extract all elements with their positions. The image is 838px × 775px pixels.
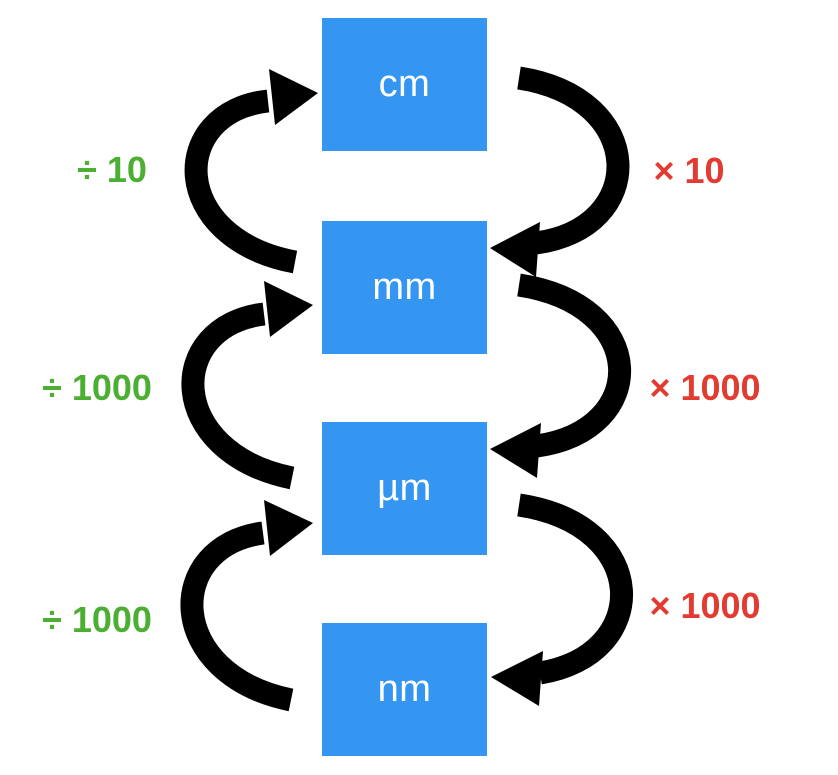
- unit-label: cm: [378, 63, 431, 105]
- multiply-label-cm-mm: × 10: [653, 150, 725, 191]
- unit-label: mm: [372, 266, 437, 308]
- divide-label-mm-um: ÷ 1000: [42, 367, 152, 408]
- unit-box-cm: cm: [322, 18, 487, 151]
- unit-box-um: µm: [322, 422, 487, 555]
- divide-label-um-nm: ÷ 1000: [42, 599, 152, 640]
- multiply-label-um-nm: × 1000: [649, 585, 761, 626]
- unit-box-nm: nm: [322, 623, 487, 756]
- curved-arrow-down-icon: [490, 66, 630, 277]
- unit-box-mm: mm: [322, 221, 487, 354]
- curved-arrow-up-icon: [180, 500, 313, 712]
- unit-label: nm: [377, 668, 432, 710]
- multiply-label-mm-um: × 1000: [649, 367, 761, 408]
- divide-label-cm-mm: ÷ 10: [77, 149, 147, 190]
- curved-arrow-up-icon: [184, 69, 318, 274]
- unit-label: µm: [377, 467, 432, 509]
- curved-arrow-up-icon: [181, 281, 313, 490]
- curved-arrow-down-icon: [490, 273, 631, 478]
- curved-arrow-down-icon: [491, 493, 633, 706]
